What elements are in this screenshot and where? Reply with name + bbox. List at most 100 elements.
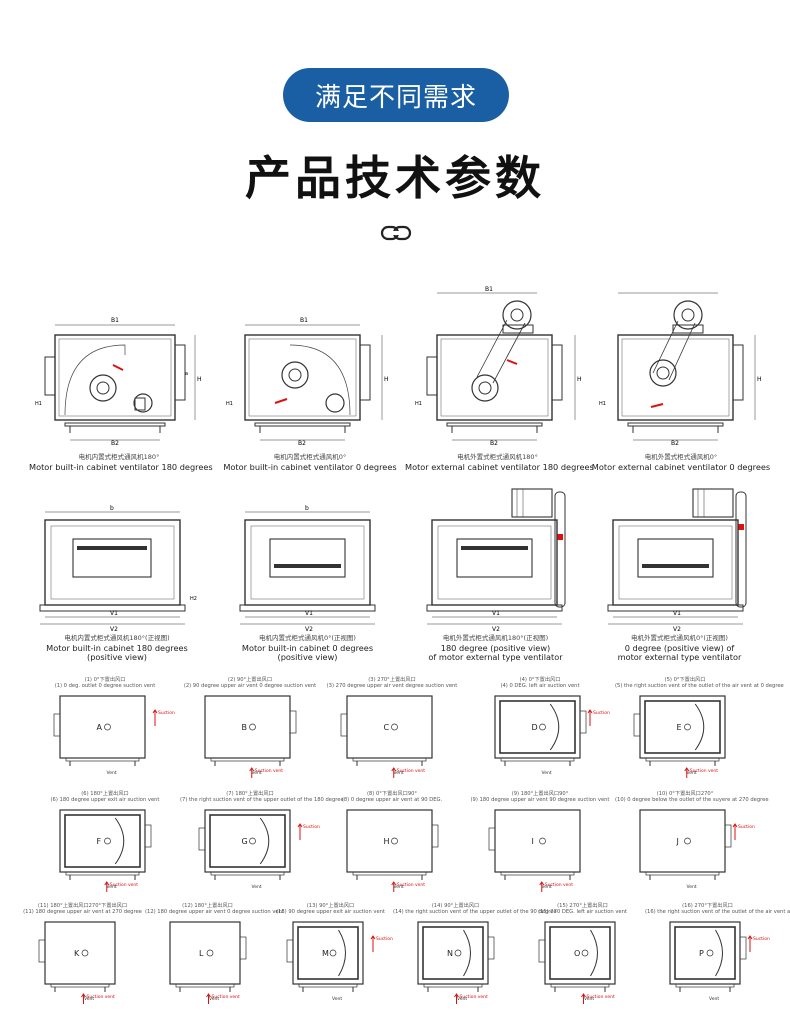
suction-vent-label: Suction vent xyxy=(87,994,116,1000)
orientation-letter: C xyxy=(384,723,390,732)
orientation-title: (14) 90°上置出风口 xyxy=(431,903,480,909)
caption-external-180: 电机外置式柜式通风机180°Motor external cabinet ven… xyxy=(405,453,594,472)
page-title: 产品技术参数 xyxy=(245,151,545,205)
suction-vent-label: Suction vent xyxy=(212,994,241,1000)
caption-built-in-180: 电机内置式柜式通风机180°Motor built-in cabinet ven… xyxy=(29,453,213,472)
orientation-subtitle: (4) 0 DEG. left air suction vent xyxy=(500,683,580,689)
svg-text:B1: B1 xyxy=(300,317,308,324)
suction-vent-label: Suction vent xyxy=(397,882,426,888)
orientation-h: (8) 0°下置出风口90°(8) 0 degree upper air ven… xyxy=(322,790,462,895)
vent-label: Vent xyxy=(107,770,117,776)
vent-label: Vent xyxy=(584,996,594,1002)
orientation-title: (13) 90°上置出风口 xyxy=(306,903,355,909)
svg-text:V1: V1 xyxy=(673,610,681,617)
orientation-title: (8) 0°下置出风口90° xyxy=(366,791,418,797)
suction-vent-label: Suction vent xyxy=(738,824,755,830)
orientation-title: (12) 180°上置出风口 xyxy=(182,903,233,909)
diagram-external-180: B1 H H1 B2 xyxy=(415,286,582,447)
vent-label: Vent xyxy=(394,884,404,890)
orientation-subtitle: (8) 0 degree upper air vent at 90 DEG. xyxy=(341,797,443,803)
svg-text:V2: V2 xyxy=(305,626,313,633)
vent-label: Vent xyxy=(542,884,552,890)
orientation-letter: M xyxy=(322,949,329,958)
svg-text:H1: H1 xyxy=(35,401,42,407)
orientation-letter: D xyxy=(532,723,538,732)
vent-label: Vent xyxy=(457,996,467,1002)
orientation-title: (11) 180°上置出风口270°下置出风口 xyxy=(37,903,128,909)
vent-label: Vent xyxy=(687,770,697,776)
orientation-letter: I xyxy=(532,837,534,846)
pill-label: 满足不同需求 xyxy=(314,82,477,113)
caption-external-0: 电机外置式柜式通风机0°Motor external cabinet venti… xyxy=(591,453,771,472)
orientation-subtitle: (16) the right suction vent of the outle… xyxy=(645,909,790,915)
svg-text:B1: B1 xyxy=(111,317,119,324)
orientation-subtitle: (3) 270 degree upper air vent degree suc… xyxy=(326,683,458,689)
vent-label: Vent xyxy=(252,884,262,890)
orientation-letter: E xyxy=(677,723,682,732)
svg-text:H: H xyxy=(577,376,582,383)
orientation-e: (5) 0°下置出风口(5) the right suction vent of… xyxy=(615,676,784,781)
svg-text:a: a xyxy=(185,371,188,377)
caption-front-built-in-180: 电机内置式柜式通风机180°(正视图)Motor built-in cabine… xyxy=(46,634,188,662)
vent-label: Vent xyxy=(542,770,552,776)
vent-label: Vent xyxy=(709,996,719,1002)
orientation-subtitle: (15) 270 DEG. left air suction vent xyxy=(538,909,627,915)
suction-vent-label: Suction vent xyxy=(376,936,393,942)
suction-vent-label: Suction vent xyxy=(587,994,616,1000)
svg-text:H: H xyxy=(757,376,762,383)
side-view-diagrams: B1 H a H1 B2 电机内置式柜式通风机180°Motor built-i… xyxy=(25,285,770,485)
orientation-d: (4) 0°下置出风口(4) 0 DEG. left air suction v… xyxy=(470,676,610,781)
front-built-in-0: b V1 V2 xyxy=(239,505,376,633)
front-external-180: V1 V2 xyxy=(426,488,566,633)
orientation-title: (3) 270°上置出风口 xyxy=(368,677,416,683)
orientation-letter: K xyxy=(74,949,80,958)
orientation-subtitle: (11) 180 degree upper air vent at 270 de… xyxy=(23,909,142,915)
suction-vent-label: Suction vent xyxy=(545,882,574,888)
caption-front-external-180: 电机外置式柜式通风机180°(正视图)180 degree (positive … xyxy=(428,634,563,662)
vent-label: Vent xyxy=(394,770,404,776)
orientation-letter: A xyxy=(97,723,103,732)
suction-vent-label: Suction vent xyxy=(690,768,719,774)
svg-text:V1: V1 xyxy=(305,610,313,617)
orientation-title: (15) 270°上置出风口 xyxy=(557,903,608,909)
orientation-m: (13) 90°上置出风口(13) 90 degree upper exit a… xyxy=(268,902,393,1007)
orientation-l: (12) 180°上置出风口(12) 180 degree upper air … xyxy=(145,902,284,1007)
orientation-title: (7) 180°上置出风口 xyxy=(226,791,274,797)
front-built-in-180: b V1 V2 H2 xyxy=(39,505,197,633)
orientation-subtitle: (2) 90 degree upper air vent 0 degree su… xyxy=(183,683,317,689)
svg-text:H: H xyxy=(197,376,202,383)
orientation-b: (2) 90°上置出风口(2) 90 degree upper air vent… xyxy=(180,676,320,781)
orientation-title: (6) 180°上置出风口 xyxy=(81,791,129,797)
suction-vent-label: Suction vent xyxy=(255,768,284,774)
svg-text:B1: B1 xyxy=(485,286,493,293)
orientation-subtitle: (13) 90 degree upper exit air suction ve… xyxy=(276,909,385,915)
svg-text:V2: V2 xyxy=(110,626,118,633)
orientation-title: (1) 0°下置出风口 xyxy=(84,677,126,683)
svg-text:B2: B2 xyxy=(671,440,679,447)
svg-text:b: b xyxy=(110,505,114,512)
caption-built-in-0: 电机内置式柜式通风机0°Motor built-in cabinet venti… xyxy=(223,453,397,472)
orientation-title: (4) 0°下置出风口 xyxy=(519,677,561,683)
svg-text:H2: H2 xyxy=(190,596,197,602)
orientation-letter: L xyxy=(199,949,204,958)
svg-text:H: H xyxy=(384,376,389,383)
orientation-letter: H xyxy=(384,837,390,846)
orientation-o: (15) 270°上置出风口(15) 270 DEG. left air suc… xyxy=(520,902,645,1007)
orientation-i: (9) 180°上置出风口90°(9) 180 degree upper air… xyxy=(470,790,610,895)
orientation-letter: B xyxy=(242,723,248,732)
svg-text:H1: H1 xyxy=(599,401,606,407)
suction-vent-label: Suction vent xyxy=(397,768,426,774)
orientation-subtitle: (7) the right suction vent of the upper … xyxy=(180,797,344,803)
orientation-subtitle: (6) 180 degree upper exit air suction ve… xyxy=(50,797,160,803)
diagram-external-0: H H1 B2 xyxy=(599,292,762,447)
suction-vent-label: Suction vent xyxy=(593,710,610,716)
